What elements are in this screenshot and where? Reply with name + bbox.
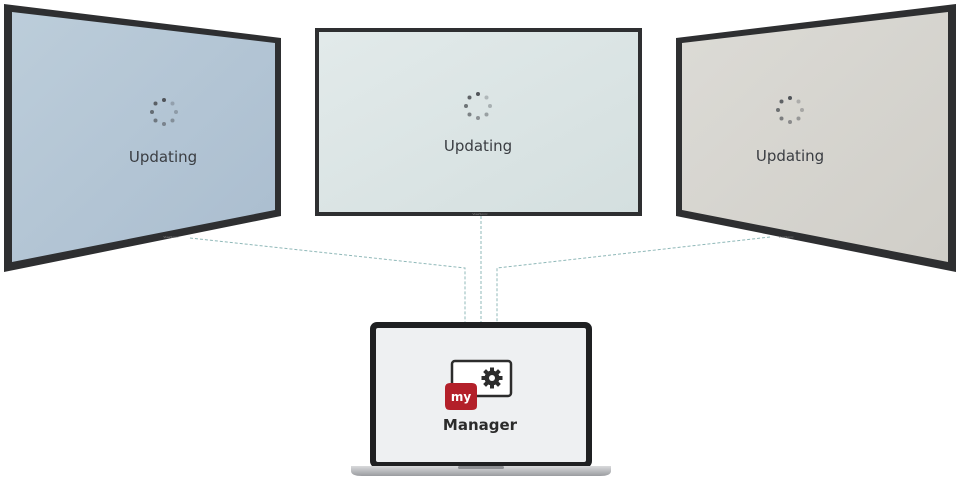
display-center-brand: ViewSonic bbox=[472, 212, 488, 216]
connection-line-left bbox=[189, 237, 466, 322]
app-name: Manager bbox=[443, 416, 518, 434]
laptop-notch bbox=[458, 466, 504, 469]
gear-window-icon: my bbox=[445, 359, 513, 410]
display-center-status: Updating bbox=[444, 137, 512, 155]
loading-spinner-icon bbox=[776, 96, 804, 124]
loading-spinner-icon bbox=[464, 92, 492, 120]
display-left-brand: ViewSonic bbox=[163, 235, 179, 239]
display-right-status: Updating bbox=[756, 147, 824, 165]
gear-icon bbox=[481, 367, 503, 389]
display-left-screen bbox=[12, 12, 275, 262]
loading-spinner-icon bbox=[150, 98, 178, 126]
display-right: Updating ViewSonic bbox=[676, 4, 956, 272]
connection-line-right bbox=[496, 236, 771, 322]
connection-lines bbox=[189, 216, 771, 322]
display-right-brand: ViewSonic bbox=[778, 235, 794, 239]
my-badge bbox=[445, 383, 477, 410]
display-left-status: Updating bbox=[129, 148, 197, 166]
display-center-screen bbox=[319, 32, 638, 212]
laptop: my Manager bbox=[351, 322, 611, 476]
app-logo-badge-text: my bbox=[451, 390, 472, 404]
laptop-base bbox=[351, 466, 611, 476]
display-right-screen bbox=[682, 12, 948, 262]
display-center: Updating ViewSonic bbox=[315, 28, 642, 216]
display-left: Updating ViewSonic bbox=[4, 4, 281, 272]
